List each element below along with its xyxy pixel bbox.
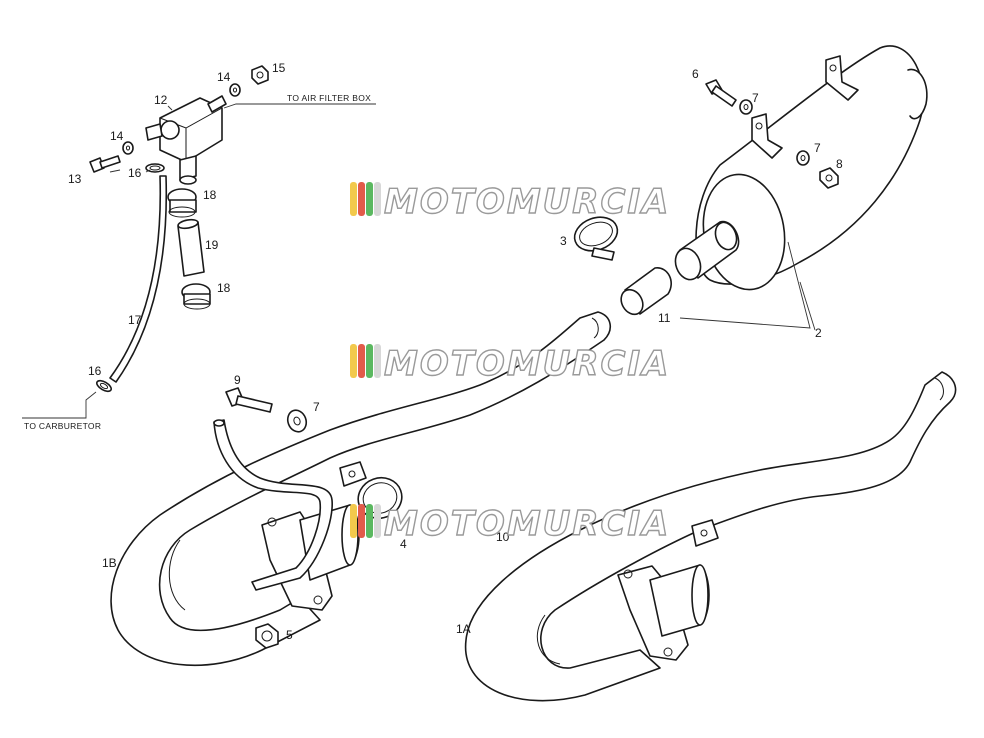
label-4: 4 (400, 537, 407, 551)
washer-7-upper (739, 99, 753, 115)
label-14-top: 14 (217, 70, 231, 84)
nut-8 (819, 167, 839, 189)
clamp-18-upper (167, 188, 197, 218)
label-5: 5 (286, 628, 293, 642)
washer-7-lower (286, 409, 308, 433)
label-18-upper: 18 (203, 188, 217, 202)
label-7-lower: 7 (313, 400, 320, 414)
watermark-text: MOTOMURCIA (384, 504, 670, 544)
leader-lines (22, 103, 816, 419)
clamp-18-lower (181, 283, 211, 310)
label-19: 19 (205, 238, 219, 252)
callout-labels: 1A 1B 2 3 4 5 6 7 7 7 8 9 10 11 12 13 14… (68, 61, 843, 642)
spring-clip-16-upper (145, 163, 165, 173)
hose-19 (177, 218, 205, 277)
watermark-text: MOTOMURCIA (384, 344, 670, 384)
label-7-upper: 7 (752, 91, 759, 105)
watermark-text: MOTOMURCIA (384, 182, 670, 222)
label-11: 11 (658, 311, 671, 325)
watermark-bottom: MOTOMURCIA (350, 503, 670, 545)
watermark-middle: MOTOMURCIA (350, 343, 670, 385)
note-to-air-filter-box: TO AIR FILTER BOX (287, 93, 371, 103)
label-15: 15 (272, 61, 286, 75)
label-1b: 1B (102, 556, 117, 570)
muffler-2 (674, 45, 928, 291)
bolt-13 (89, 155, 121, 173)
label-16-lower: 16 (88, 364, 102, 378)
spring-clip-16-lower (95, 379, 113, 393)
washer-7-muffler (796, 150, 810, 166)
washer-14-left (122, 141, 134, 155)
nut-15 (251, 65, 269, 85)
watermark-stripes-icon (350, 504, 381, 538)
bolt-6 (705, 79, 737, 107)
label-16-upper: 16 (128, 166, 142, 180)
label-18-lower: 18 (217, 281, 231, 295)
label-6: 6 (692, 67, 699, 81)
label-14-left: 14 (110, 129, 124, 143)
label-7-muffler: 7 (814, 141, 821, 155)
label-10: 10 (496, 530, 510, 544)
watermark-stripes-icon (350, 344, 381, 378)
watermark-stripes-icon (350, 182, 381, 216)
label-17: 17 (128, 313, 142, 327)
bolt-9 (225, 387, 273, 413)
label-12: 12 (154, 93, 168, 107)
label-2: 2 (815, 326, 822, 340)
nut-5 (255, 623, 279, 649)
air-valve-12 (145, 95, 227, 185)
coupler-11 (620, 267, 672, 316)
label-8: 8 (836, 157, 843, 171)
clamp-3 (573, 216, 619, 261)
hose-17 (109, 175, 168, 383)
label-9: 9 (234, 373, 241, 387)
exhaust-pipe-1a (464, 371, 957, 702)
label-3: 3 (560, 234, 567, 248)
label-1a: 1A (456, 622, 471, 636)
watermark-top: MOTOMURCIA (350, 181, 670, 223)
note-to-carburetor: TO CARBURETOR (24, 421, 101, 431)
washer-14-top (229, 83, 241, 97)
label-13: 13 (68, 172, 82, 186)
